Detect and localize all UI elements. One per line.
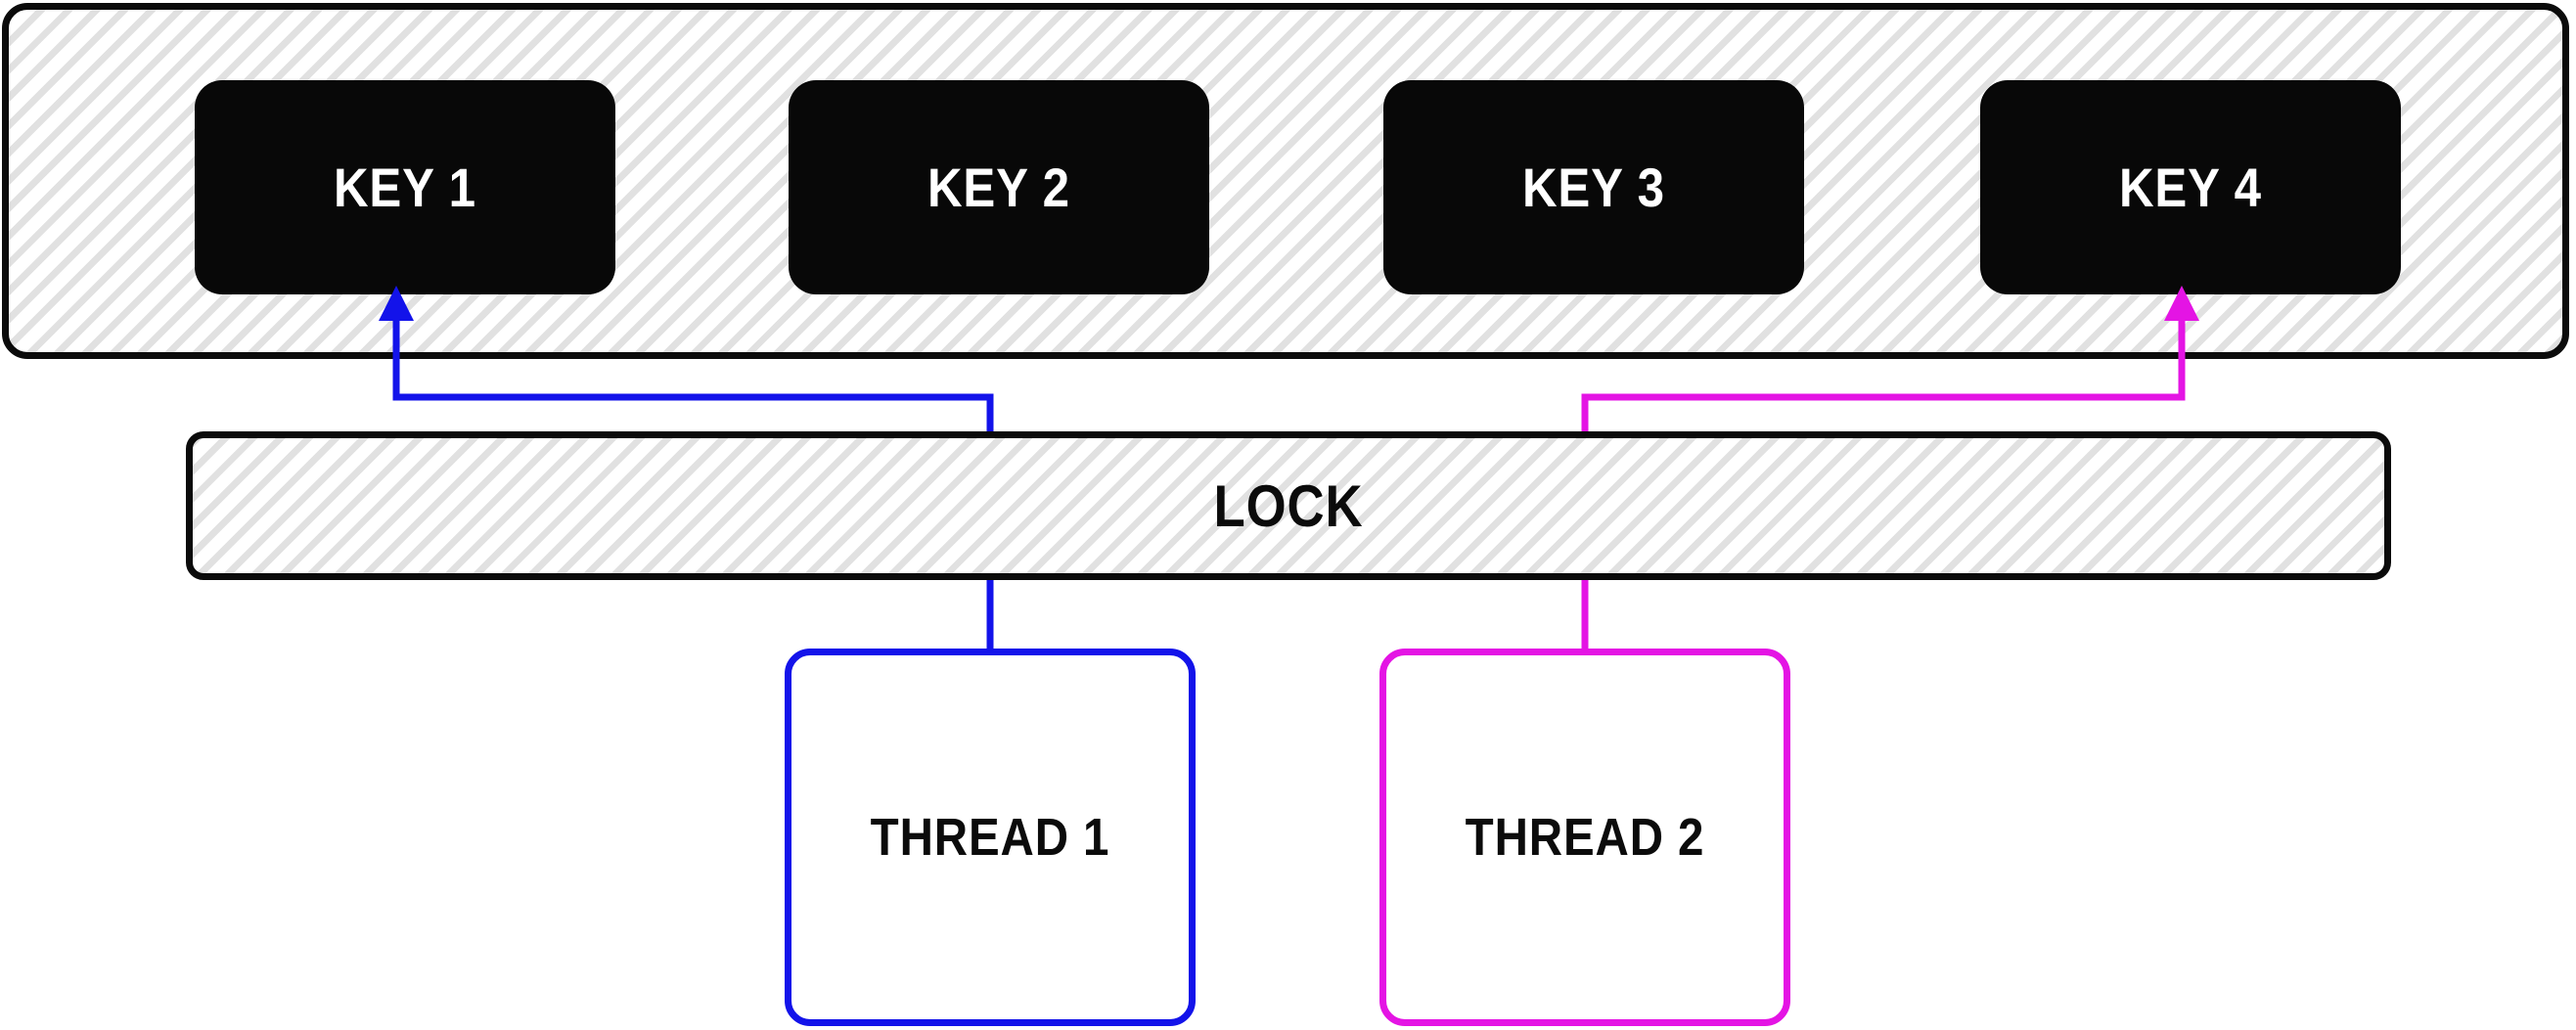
thread2-label: THREAD 2 bbox=[1465, 808, 1705, 867]
key1-label: KEY 1 bbox=[334, 157, 476, 218]
key1-box: KEY 1 bbox=[195, 80, 615, 294]
thread2-box: THREAD 2 bbox=[1379, 649, 1790, 1026]
key2-box: KEY 2 bbox=[789, 80, 1209, 294]
key4-box: KEY 4 bbox=[1980, 80, 2401, 294]
keys-container: KEY 1 KEY 2 KEY 3 KEY 4 bbox=[2, 3, 2569, 359]
key4-label: KEY 4 bbox=[2119, 157, 2262, 218]
lock-bar: LOCK bbox=[186, 431, 2391, 580]
key3-label: KEY 3 bbox=[1522, 157, 1665, 218]
key3-box: KEY 3 bbox=[1383, 80, 1804, 294]
lock-label: LOCK bbox=[1213, 472, 1364, 539]
thread1-box: THREAD 1 bbox=[785, 649, 1196, 1026]
thread1-label: THREAD 1 bbox=[870, 808, 1110, 867]
key2-label: KEY 2 bbox=[927, 157, 1070, 218]
